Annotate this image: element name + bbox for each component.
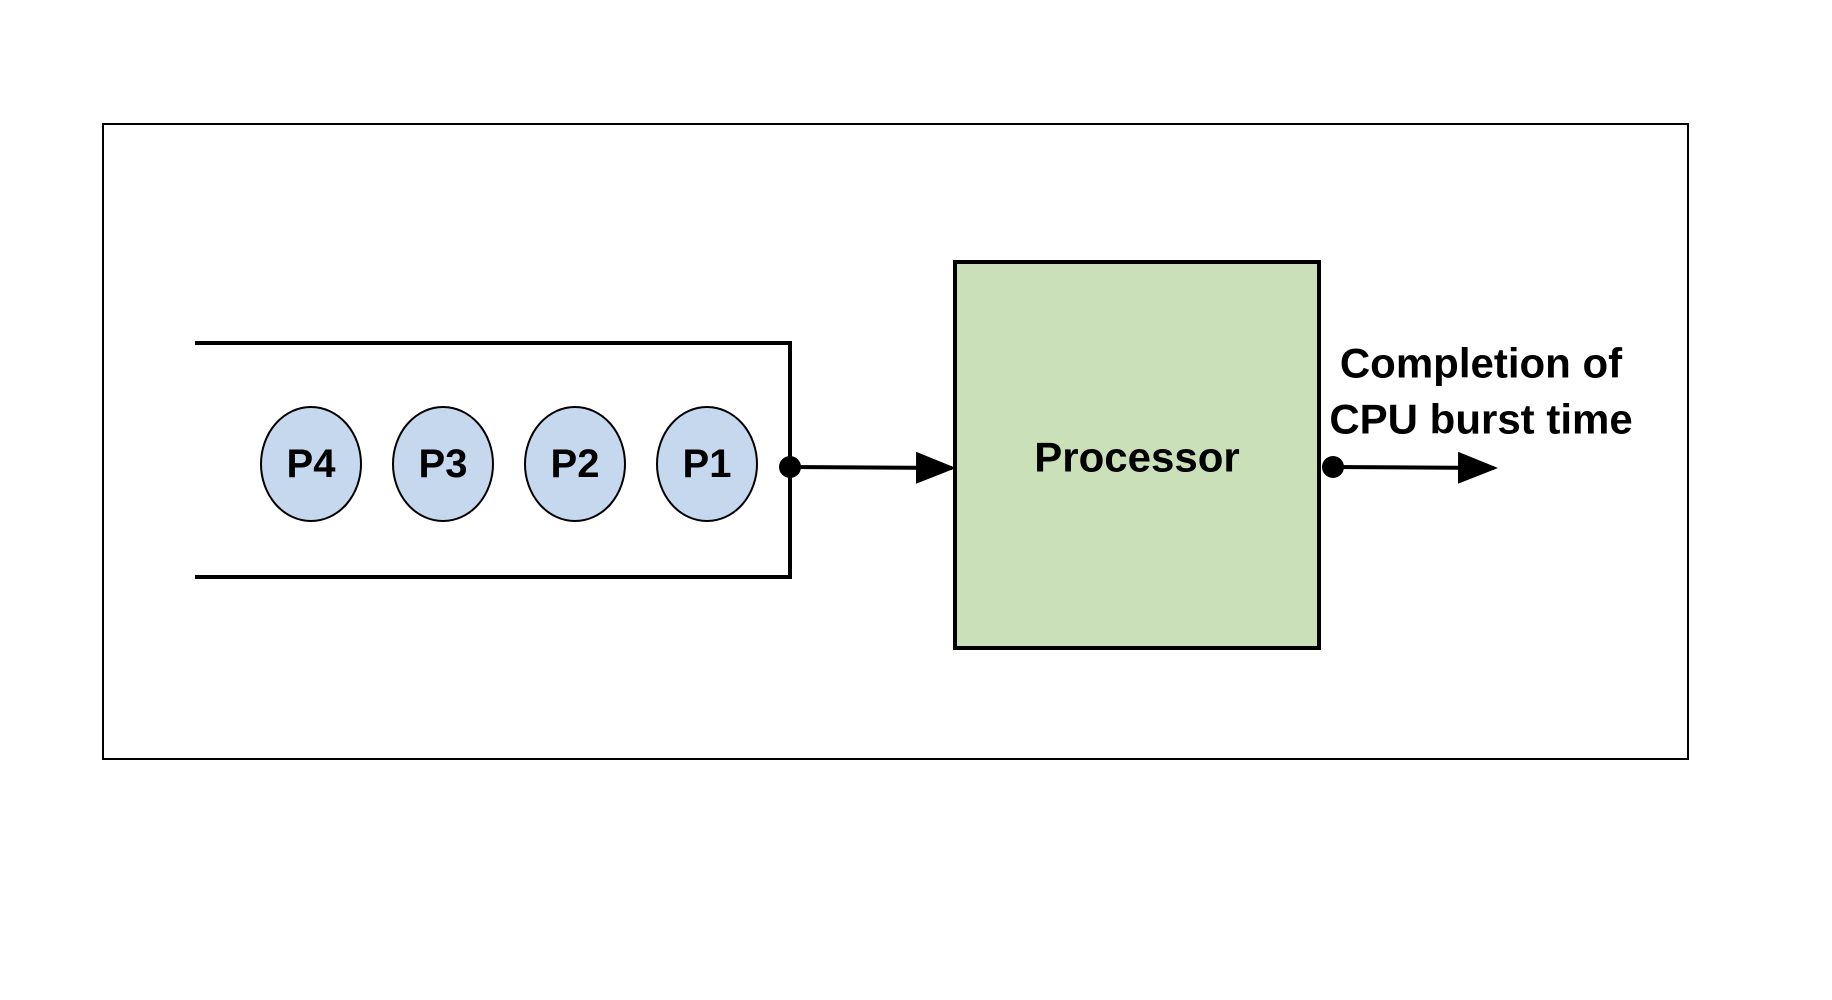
completion-label-line1: Completion of <box>1340 340 1623 387</box>
process-node-p4: P4 <box>260 406 362 522</box>
completion-arrow <box>1332 451 1498 484</box>
dispatch-arrow <box>789 451 956 484</box>
process-label: P4 <box>287 442 337 486</box>
process-node-p3: P3 <box>392 406 494 522</box>
process-node-p2: P2 <box>524 406 626 522</box>
process-ellipse <box>392 406 494 522</box>
outer-frame <box>102 123 1689 760</box>
completion-label-line2: CPU burst time <box>1329 396 1632 443</box>
process-label: P1 <box>683 442 732 486</box>
processor-label: Processor <box>1034 434 1239 481</box>
process-node-p1: P1 <box>656 406 758 522</box>
process-ellipse <box>260 406 362 522</box>
process-ellipse <box>656 406 758 522</box>
process-label: P2 <box>551 442 600 486</box>
processor-box <box>953 260 1321 650</box>
process-ellipse <box>524 406 626 522</box>
process-label: P3 <box>419 442 468 486</box>
